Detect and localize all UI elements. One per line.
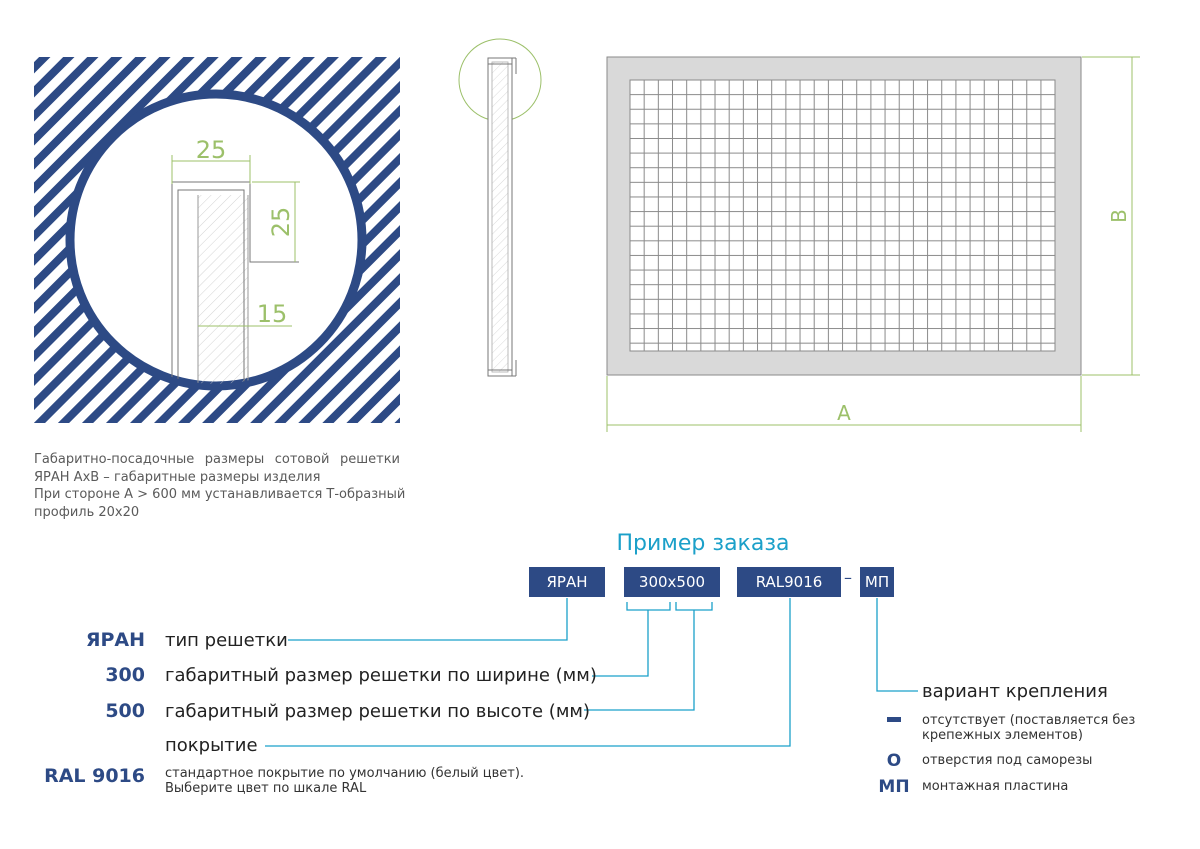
mounting-symbol-holes: О <box>886 751 902 771</box>
dimension-right <box>252 181 300 262</box>
dash-symbol-icon <box>887 717 901 722</box>
caption-line: профиль 20х20 <box>34 504 140 520</box>
legend-desc-ral-line2: Выберите цвет по шкале RAL <box>165 781 367 796</box>
order-example-title: Пример заказа <box>616 531 790 556</box>
legend-desc-ral-line1: стандартное покрытие по умолчанию (белый… <box>165 766 525 781</box>
dim-right-label: 25 <box>267 207 295 238</box>
mounting-option-none-line1: отсутствует (поставляется без <box>922 713 1136 728</box>
dim-bottom-label: 15 <box>257 300 288 328</box>
legend-desc-height: габаритный размер решетки по высоте (мм) <box>165 701 590 722</box>
mounting-symbol-plate: МП <box>878 777 910 797</box>
order-code-color: RAL9016 <box>737 567 841 597</box>
legend-desc-ral: стандартное покрытие по умолчанию (белый… <box>165 766 524 796</box>
legend-key-type: ЯРАН <box>85 629 145 651</box>
legend-key-height: 500 <box>105 700 145 722</box>
dim-a-label: A <box>837 401 851 425</box>
legend-desc-width: габаритный размер решетки по ширине (мм) <box>165 665 597 686</box>
dimension-top <box>171 155 251 184</box>
order-code-size: 300x500 <box>624 567 720 597</box>
caption-line: Габаритно-посадочные размеры сотовой реш… <box>34 452 400 467</box>
dim-top-label: 25 <box>196 136 227 164</box>
dim-b-label: B <box>1107 209 1131 223</box>
honeycomb-grid <box>629 79 1056 352</box>
mounting-option-holes: отверстия под саморезы <box>922 753 1093 768</box>
mounting-option-none-line2: крепежных элементов) <box>922 728 1083 743</box>
dimension-a <box>606 376 1082 432</box>
caption-line: ЯРАН АхВ – габаритные размеры изделия <box>34 469 321 485</box>
profile-section <box>171 181 299 384</box>
legend-key-ral: RAL 9016 <box>44 765 145 787</box>
profile-detail-drawing: 25 25 15 <box>34 57 400 423</box>
order-separator: – <box>844 568 852 587</box>
legend-desc-type: тип решетки <box>165 630 288 651</box>
mounting-title: вариант крепления <box>922 681 1108 702</box>
mounting-option-plate: монтажная пластина <box>922 779 1069 794</box>
order-code-mount: МП <box>860 567 894 597</box>
legend-desc-coating: покрытие <box>165 735 258 756</box>
drawing-caption: Габаритно-посадочные размеры сотовой реш… <box>34 451 406 521</box>
dimension-b <box>1082 56 1140 376</box>
side-view-drawing <box>458 38 542 377</box>
caption-line: При стороне А > 600 мм устанавливается Т… <box>34 487 406 502</box>
order-code-type: ЯРАН <box>529 567 605 597</box>
front-view-drawing: B A <box>606 56 1140 432</box>
legend-key-width: 300 <box>105 664 145 686</box>
mounting-option-none: отсутствует (поставляется без крепежных … <box>922 713 1135 743</box>
